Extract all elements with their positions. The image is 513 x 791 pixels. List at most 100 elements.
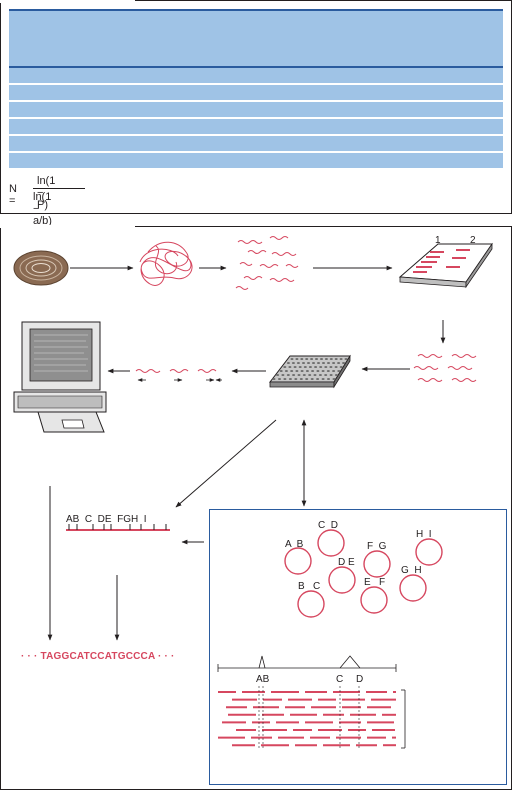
- plate-well: [339, 366, 343, 368]
- plate-well: [334, 366, 338, 368]
- plate-well: [290, 358, 294, 360]
- plate-well: [296, 362, 300, 364]
- plate-well: [302, 374, 306, 376]
- contig-label-ab: AB: [256, 674, 270, 685]
- plate-well: [327, 362, 330, 364]
- plate-well: [310, 358, 314, 360]
- plate-well: [319, 366, 323, 368]
- formula-lhs: N =: [9, 183, 17, 207]
- plate-well: [329, 366, 333, 368]
- plate-well: [305, 378, 309, 380]
- clone-label-ab: A B: [285, 539, 304, 550]
- plate-well: [334, 374, 338, 376]
- clone-circle-gh: [399, 574, 427, 602]
- plate-well: [292, 374, 296, 376]
- plate-well: [321, 378, 325, 380]
- plate-well: [283, 366, 287, 368]
- clone-circle-hi: [415, 538, 443, 566]
- diagram-panel-border: [0, 226, 512, 790]
- plate-well: [284, 370, 288, 372]
- plate-well: [300, 358, 304, 360]
- contig-markers: [258, 686, 360, 750]
- computer-mouse: [61, 419, 85, 429]
- clone-label-hi: H I: [416, 529, 432, 540]
- plate-well: [316, 378, 320, 380]
- plate-well: [318, 374, 322, 376]
- overlapping-reads: [218, 691, 396, 747]
- plate-well: [313, 374, 317, 376]
- contig-label-c: C: [336, 674, 343, 685]
- contig-label-d: D: [356, 674, 363, 685]
- plate-well: [312, 362, 315, 364]
- plate-well: [316, 370, 320, 372]
- dna-sequence: · · · TAGGCATCCATGCCCA · · ·: [21, 651, 175, 662]
- plate-well: [300, 370, 304, 372]
- clone-circle-ab: [284, 547, 312, 575]
- plate-well: [276, 374, 280, 376]
- physical-map-labels: AB C DE FGH I: [66, 514, 147, 525]
- plate-well: [326, 370, 330, 372]
- clone-label-cd: C D: [318, 520, 338, 531]
- plate-well: [332, 378, 336, 380]
- clone-circle-ef: [360, 586, 388, 614]
- plate-well: [298, 366, 302, 368]
- formula-fraction-bar: [33, 188, 85, 189]
- plate-well: [320, 358, 323, 360]
- plate-well: [315, 358, 318, 360]
- size-selected-fragments: [413, 354, 477, 382]
- plate-well: [286, 362, 290, 364]
- plate-well: [283, 378, 287, 380]
- clone-contig-panel: [209, 509, 507, 785]
- clone-circle-de: [328, 566, 356, 594]
- computer-screen: [29, 328, 93, 382]
- contig-map: [217, 655, 397, 672]
- plate-well: [305, 358, 309, 360]
- clone-circle-fg: [363, 550, 391, 578]
- clone-label-bc: B C: [298, 581, 320, 592]
- plate-well: [334, 358, 338, 360]
- plate-well: [303, 366, 307, 368]
- table-top-rule: [9, 9, 503, 11]
- plate-well: [342, 362, 346, 364]
- table-body: [9, 68, 503, 168]
- plate-well: [321, 370, 325, 372]
- plate-well: [281, 374, 285, 376]
- plate-well: [288, 366, 292, 368]
- plate-well: [288, 378, 292, 380]
- bac-clones: [284, 529, 443, 618]
- plate-well: [337, 370, 341, 372]
- contig-bracket: [401, 689, 406, 749]
- plate-well: [322, 362, 325, 364]
- plate-well: [324, 358, 328, 360]
- plate-well: [290, 370, 294, 372]
- table-header: [9, 11, 503, 66]
- plate-well: [278, 378, 281, 380]
- table-panel: [0, 0, 512, 214]
- sequence-reads: [135, 369, 217, 373]
- table-header-rule: [9, 66, 503, 68]
- plate-well: [297, 374, 301, 376]
- computer-workstation: [13, 321, 107, 433]
- arrow-plate-to-map: [175, 419, 277, 508]
- plate-well: [339, 358, 343, 360]
- clone-label-fg: F G: [367, 541, 387, 552]
- formula-numerator: ln(1 − P): [37, 175, 56, 211]
- plate-well: [308, 366, 312, 368]
- plate-well: [293, 366, 297, 368]
- plate-well: [286, 374, 290, 376]
- plate-well: [324, 366, 328, 368]
- clone-label-ef: E F: [364, 577, 385, 588]
- dna-fragments: [235, 236, 299, 290]
- plate-well: [295, 358, 299, 360]
- plate-well: [310, 378, 314, 380]
- clone-circle-cd: [317, 529, 345, 557]
- gel-lane-1-label: 1: [435, 235, 441, 246]
- plate-well: [324, 374, 328, 376]
- clone-label-gh: G H: [401, 565, 422, 576]
- table-panel-border: [0, 0, 512, 214]
- plate-well: [317, 362, 320, 364]
- plate-well: [302, 362, 305, 364]
- plate-well: [279, 370, 283, 372]
- plate-well: [299, 378, 303, 380]
